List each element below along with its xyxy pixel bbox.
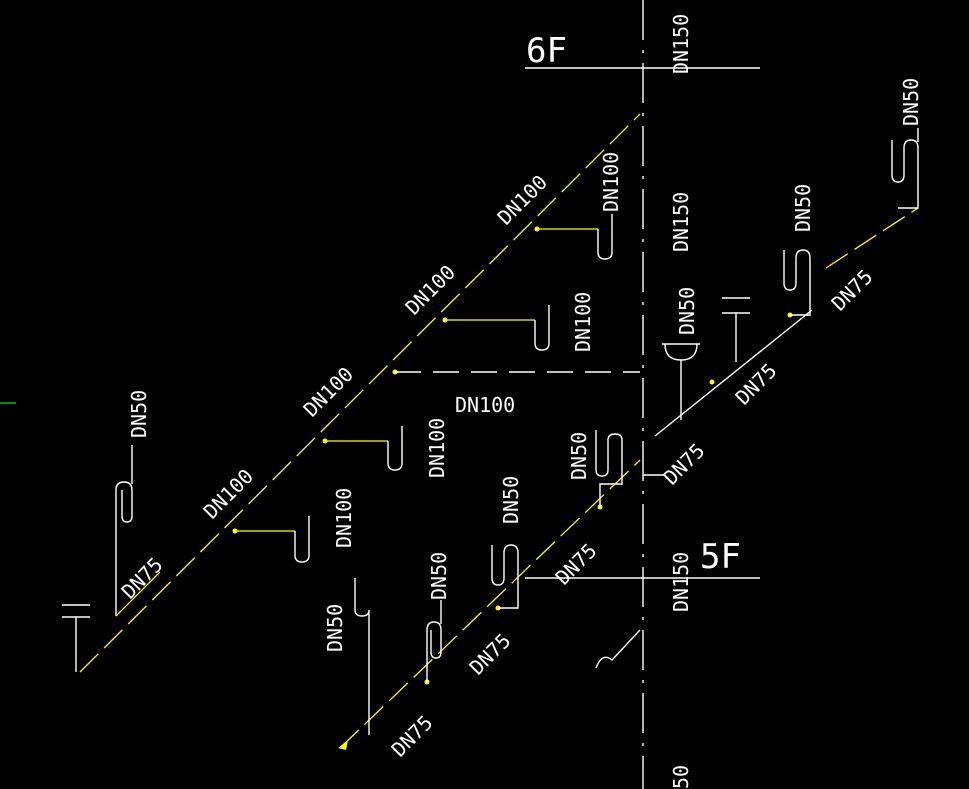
branch-a-label: DN100 xyxy=(332,488,356,548)
low-dn75-a-label: DN75 xyxy=(387,711,438,762)
riser-label-lower: DN150 xyxy=(669,552,693,612)
right-dn50-c-label: DN50 xyxy=(899,78,923,126)
branch-node xyxy=(709,379,715,385)
mid-dn75-label: DN75 xyxy=(551,539,602,590)
branch-h-label: DN100 xyxy=(455,393,515,417)
right-dn75-a-label: DN75 xyxy=(659,439,710,490)
right-dn75-b-label: DN75 xyxy=(731,359,782,410)
main-dn100-label-3: DN100 xyxy=(401,260,461,320)
cleanout-symbol xyxy=(595,629,641,669)
left-vent-stack xyxy=(115,481,133,616)
branch-b-label: DN100 xyxy=(425,418,449,478)
low-stack-b xyxy=(426,621,442,682)
low-dn50-b-label: DN50 xyxy=(427,552,451,600)
floor-label-6f: 6F xyxy=(526,31,567,71)
left-dn50-label: DN50 xyxy=(127,390,151,438)
main-dn100-label-1: DN100 xyxy=(199,464,259,524)
low-stack-c xyxy=(491,544,519,609)
left-dn75-pipe xyxy=(115,571,161,617)
riser-label-top: DN150 xyxy=(669,14,693,74)
floor-label-5f: 5F xyxy=(700,537,741,577)
main-dn100-pipe xyxy=(79,113,641,673)
mid-stack xyxy=(595,430,623,507)
left-dn75-label: DN75 xyxy=(117,553,168,604)
riser-label-bottom: 50 xyxy=(669,765,693,789)
branch-a-trap xyxy=(294,516,310,563)
right-dn50-a-label: DN50 xyxy=(675,287,699,335)
branch-c-trap xyxy=(534,305,550,351)
low-stack-a xyxy=(354,578,370,735)
right-stack-c xyxy=(891,139,919,209)
branch-d-label: DN100 xyxy=(599,152,623,212)
main-dn100-label-2: DN100 xyxy=(299,362,359,422)
branch-d-trap xyxy=(597,214,613,260)
right-dn50-b-label: DN50 xyxy=(791,184,815,232)
low-dn75-b-label: DN75 xyxy=(465,629,516,680)
mid-dn50-label: DN50 xyxy=(567,432,591,480)
main-dn100-label-4: DN100 xyxy=(493,170,553,230)
low-dn50-a-label: DN50 xyxy=(323,604,347,652)
low-arrow xyxy=(338,740,348,750)
right-floor-drain xyxy=(662,343,700,420)
right-dn75-c-label: DN75 xyxy=(827,265,878,316)
riser-label-mid: DN150 xyxy=(669,192,693,252)
right-dn75-pipe-c xyxy=(825,207,919,269)
low-dn50-c-label: DN50 xyxy=(499,476,523,524)
low-dn75-pipe xyxy=(339,459,641,749)
branch-c-label: DN100 xyxy=(571,292,595,352)
right-stack-b xyxy=(783,249,811,316)
branch-b-trap xyxy=(387,426,403,471)
